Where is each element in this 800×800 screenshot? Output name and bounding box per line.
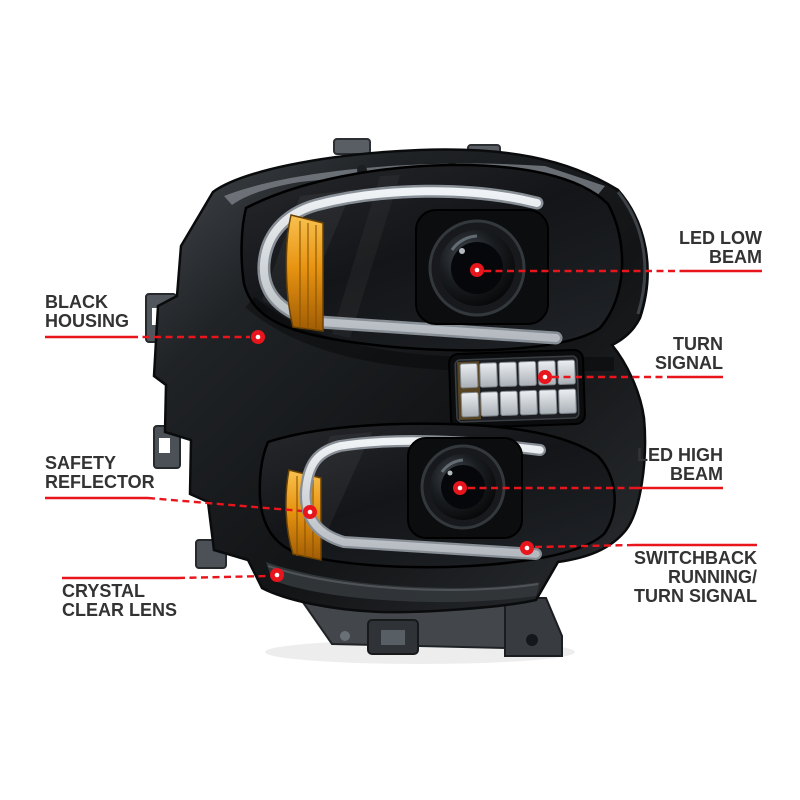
callout-dot-black-housing	[251, 330, 265, 344]
callout-dot-led-low-beam	[470, 263, 484, 277]
callout-dot-turn-signal	[538, 370, 552, 384]
leader-dash-crystal-clear-lens	[177, 574, 270, 580]
leader-dash-switchback	[534, 543, 635, 549]
callout-label-led-low-beam: LED LOW BEAM	[679, 228, 762, 267]
callout-dot-crystal-clear-lens	[270, 568, 284, 582]
callout-dot-led-high-beam	[453, 481, 467, 495]
callout-label-led-high-beam: LED HIGH BEAM	[636, 445, 723, 484]
safety-reflector-upper	[285, 214, 324, 332]
callout-dot-safety-reflector	[303, 505, 317, 519]
callout-dot-switchback	[520, 541, 534, 555]
lens-bottom-edge	[266, 562, 540, 603]
callout-label-crystal-clear-lens: CRYSTAL CLEAR LENS	[62, 581, 178, 620]
turn-signal-module	[448, 348, 586, 430]
callout-label-turn-signal: TURN SIGNAL	[654, 334, 723, 373]
leader-dash-safety-reflector	[147, 496, 303, 513]
callout-label-black-housing: BLACK HOUSING	[45, 292, 130, 331]
callout-lines	[45, 263, 762, 582]
drl-light-bar-upper	[257, 184, 563, 345]
callout-label-safety-reflector: SAFETY REFLECTOR	[45, 453, 155, 492]
callout-label-switchback-running-turn-signal: SWITCHBACK RUNNING/ TURN SIGNAL	[634, 548, 757, 606]
